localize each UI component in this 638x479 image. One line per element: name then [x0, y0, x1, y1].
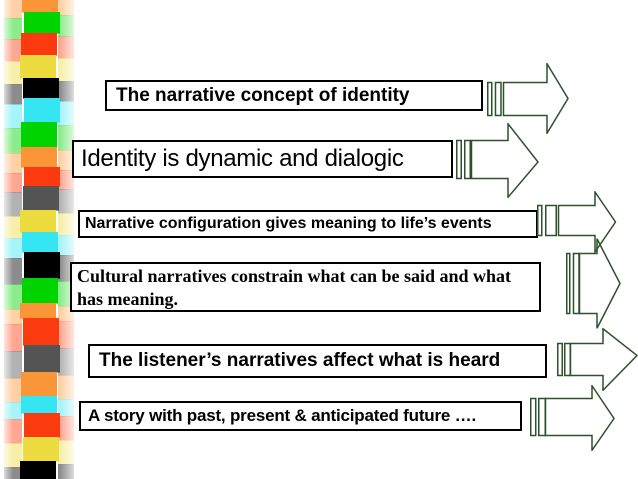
textbox-narrative-configuration: Narrative configuration gives meaning to…: [78, 210, 538, 238]
textbox-identity-dynamic: Identity is dynamic and dialogic: [72, 140, 453, 178]
textbox-narrative-configuration-text: Narrative configuration gives meaning to…: [85, 215, 492, 232]
textbox-narrative-concept: The narrative concept of identity: [105, 80, 483, 111]
textbox-cultural-narratives: Cultural narratives constrain what can b…: [70, 262, 541, 312]
striped-arrow-icon-5: [557, 328, 638, 391]
ribbon-left-fade: [0, 0, 13, 479]
textbox-cultural-narratives-text: Cultural narratives constrain what can b…: [77, 266, 512, 309]
striped-arrow-icon-3: [537, 191, 617, 253]
textbox-story-past-present-text: A story with past, present & anticipated…: [88, 406, 476, 425]
textbox-identity-dynamic-text: Identity is dynamic and dialogic: [81, 145, 404, 172]
striped-arrow-icon-2: [456, 123, 539, 198]
textbox-narrative-concept-text: The narrative concept of identity: [116, 84, 410, 106]
striped-arrow-icon-1: [487, 63, 569, 134]
textbox-story-past-present: A story with past, present & anticipated…: [79, 401, 522, 431]
textbox-listener-narratives: The listener’s narratives affect what is…: [88, 344, 547, 378]
textbox-listener-narratives-text: The listener’s narratives affect what is…: [99, 350, 501, 371]
ribbon-right-fade: [60, 0, 78, 479]
striped-arrow-icon-6: [530, 385, 615, 451]
ribbon-decoration: [0, 0, 78, 479]
striped-arrow-icon-4: [566, 238, 621, 329]
